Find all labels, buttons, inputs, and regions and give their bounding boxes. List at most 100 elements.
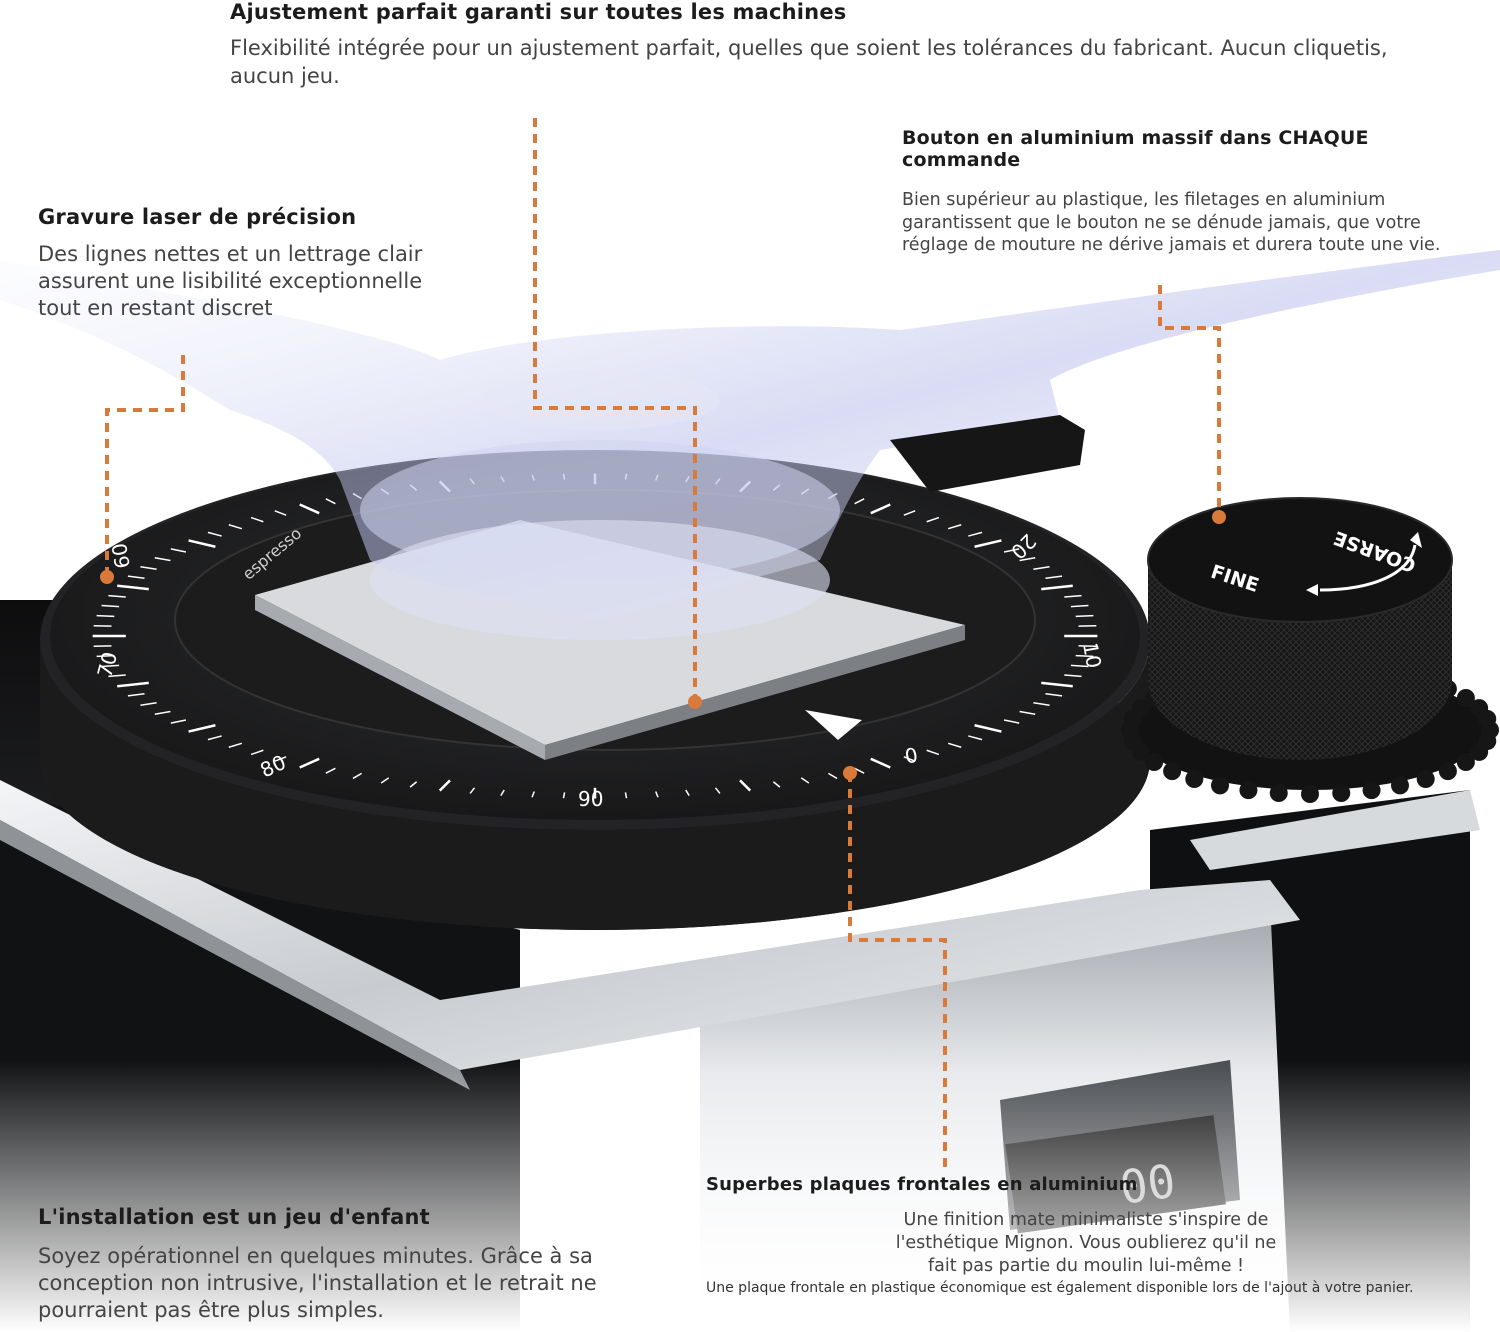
callout-knob-body: Bien supérieur au plastique, les filetag… xyxy=(902,190,1441,255)
leader-dot-knob xyxy=(1212,510,1226,524)
leader-line-fit xyxy=(533,118,697,700)
dial-tick xyxy=(1070,664,1089,668)
dial-tick xyxy=(154,556,171,562)
gear-tooth xyxy=(1438,762,1457,781)
dial-tick xyxy=(1041,681,1073,688)
dial-number-90: 90 xyxy=(578,787,603,811)
dial-tick xyxy=(1019,556,1036,562)
dial-tick xyxy=(96,614,115,618)
dial-tick xyxy=(800,777,810,784)
dial-pointer-icon xyxy=(805,710,862,740)
gear-tooth xyxy=(1239,781,1258,800)
dial-tick xyxy=(974,724,1002,733)
gear-tooth xyxy=(1416,770,1435,789)
dial-tick xyxy=(1064,594,1082,598)
gear-tooth xyxy=(1145,753,1164,771)
dial-tick xyxy=(854,498,865,505)
dial-tick xyxy=(127,575,145,580)
dial-tick xyxy=(974,539,1002,548)
dial-tick xyxy=(714,787,721,794)
dial-tick xyxy=(274,510,287,516)
display-readout: 00 xyxy=(1116,1154,1178,1215)
dial-tick xyxy=(1064,674,1082,678)
dial-tick xyxy=(117,681,149,688)
callout-install: L'installation est un jeu d'enfant Soyez… xyxy=(38,1205,678,1324)
dial-tick xyxy=(739,779,752,792)
dial-tick xyxy=(531,791,535,798)
dial-tick xyxy=(299,757,320,769)
dial-tick xyxy=(1041,584,1073,591)
dial-tick xyxy=(903,510,916,516)
dial-tick xyxy=(140,566,157,571)
dial-tick xyxy=(207,735,222,741)
callout-fit: Ajustement parfait garanti sur toutes le… xyxy=(230,0,1490,90)
gear-tooth xyxy=(1301,785,1319,803)
leader-line-knob xyxy=(1158,285,1221,515)
callout-front-body: Une finition mate minimaliste s'inspire … xyxy=(895,1210,1277,1276)
gear-tooth xyxy=(1456,689,1475,707)
dial-tick xyxy=(228,524,243,530)
dial-tick xyxy=(352,772,362,780)
gear-tooth xyxy=(1391,776,1409,795)
dial-tick xyxy=(380,777,390,784)
dial-tick xyxy=(968,531,983,537)
callout-knob-title: Bouton en aluminium massif dans CHAQUE c… xyxy=(902,127,1369,171)
dial-tick xyxy=(854,767,865,774)
dial-tick xyxy=(1003,548,1020,553)
dial-number-60: 60 xyxy=(107,541,135,570)
dial-tick xyxy=(188,539,216,548)
gear-tooth xyxy=(1478,709,1497,728)
dial-tick xyxy=(624,792,628,799)
callout-laser: Gravure laser de précision Des lignes ne… xyxy=(38,205,478,322)
dial-tick xyxy=(1045,692,1063,697)
leader-line-front xyxy=(848,773,947,1170)
dial-tick xyxy=(870,757,891,769)
dial-tick xyxy=(562,792,566,799)
leader-line-laser xyxy=(105,355,185,575)
leader-dots xyxy=(100,510,1226,780)
dial-tick xyxy=(438,779,451,792)
dial-tick xyxy=(1003,719,1020,724)
dial-tick xyxy=(108,594,126,598)
dial-number-0: 0 xyxy=(903,743,920,769)
dial-tick xyxy=(108,674,126,678)
dial-tick xyxy=(325,767,336,774)
dial-tick xyxy=(500,789,505,797)
gear-tooth xyxy=(1332,784,1351,803)
dial-tick xyxy=(117,584,149,591)
dial-tick xyxy=(1045,575,1063,580)
gear-tooth xyxy=(1269,784,1288,803)
gear-tooth xyxy=(1470,742,1489,761)
dial-tick xyxy=(325,498,336,505)
dial-tick xyxy=(170,548,187,553)
gear-tooth xyxy=(1185,770,1204,789)
dial-tick xyxy=(1033,701,1050,706)
direction-arrow-icon xyxy=(1319,544,1417,592)
dial-tick xyxy=(1019,710,1036,716)
callout-knob: Bouton en aluminium massif dans CHAQUE c… xyxy=(902,127,1492,257)
callout-front-note: Une plaque frontale en plastique économi… xyxy=(706,1280,1414,1296)
dial-tick xyxy=(250,749,264,756)
chrome-top-plate xyxy=(0,780,1480,1090)
dial-tick xyxy=(828,772,838,780)
dial-tick xyxy=(1075,614,1094,618)
dial-tick xyxy=(1070,604,1089,608)
gear-tooth xyxy=(1131,699,1150,718)
dial-tick xyxy=(101,604,120,608)
gear-tooth xyxy=(1163,762,1182,781)
dial-tick xyxy=(926,516,940,523)
dial-tick xyxy=(127,692,145,697)
dial-tick xyxy=(299,503,320,515)
dial-tick xyxy=(250,516,264,523)
dial-tick xyxy=(870,503,891,515)
callout-install-title: L'installation est un jeu d'enfant xyxy=(38,1205,430,1229)
callout-fit-title: Ajustement parfait garanti sur toutes le… xyxy=(230,0,847,24)
dial-tick xyxy=(188,724,216,733)
dial-tick xyxy=(926,749,940,756)
dial-tick xyxy=(968,735,983,741)
dial-tick xyxy=(655,791,659,798)
dial-tick xyxy=(1075,654,1094,658)
dial-tick xyxy=(772,781,781,788)
dial-number-10: 10 xyxy=(1078,641,1106,670)
